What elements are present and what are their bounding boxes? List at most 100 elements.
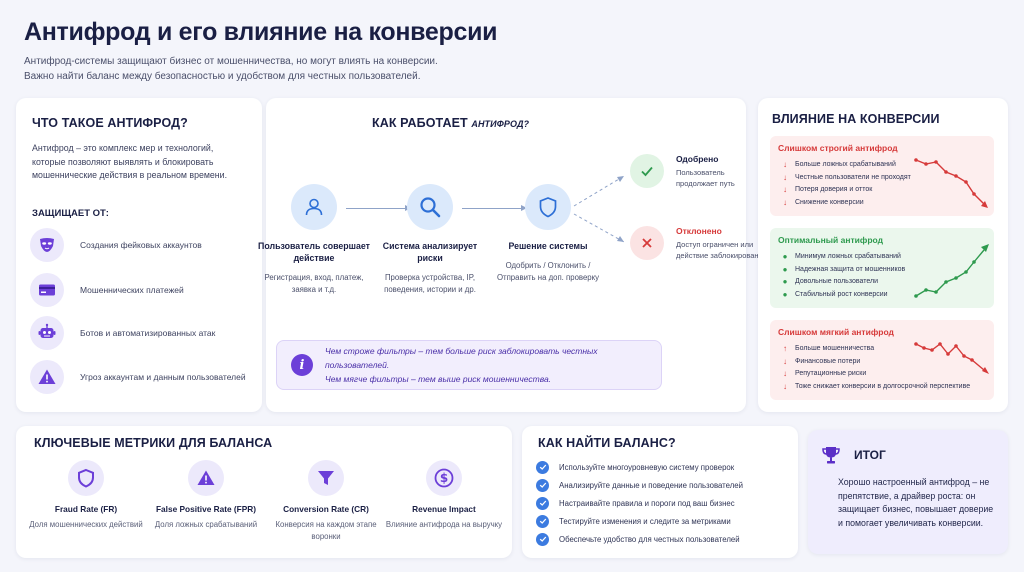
protect-item-label: Ботов и автоматизированных атак (80, 328, 216, 338)
list-item: Анализируйте данные и поведение пользова… (536, 476, 743, 494)
arrow-down-icon: ↓ (783, 382, 787, 392)
arrow-down-icon: ↓ (783, 356, 787, 366)
list-item: ●Надежная защита от мошенников (780, 263, 906, 276)
rejected-sub: Доступ ограничен или действие заблокиров… (676, 240, 763, 260)
how-heading: КАК РАБОТАЕТ АНТИФРОД? (372, 116, 529, 130)
protects-heading: ЗАЩИЩАЕТ ОТ: (32, 208, 109, 219)
conversion-impact-card: ВЛИЯНИЕ НА КОНВЕРСИИ Слишком строгий ант… (758, 98, 1008, 412)
note-line: Чем мягче фильтры – тем выше риск мошенн… (325, 374, 552, 384)
page-subtitle: Антифрод-системы защищают бизнес от моше… (24, 54, 584, 84)
list-item: ↓Снижение конверсии (780, 196, 911, 209)
balance-heading: КАК НАЙТИ БАЛАНС? (538, 436, 676, 450)
shield-icon (68, 460, 104, 496)
list-item: ↓Финансовые потери (780, 355, 970, 368)
decision-branch-arrows (573, 175, 625, 243)
step-title: Система анализирует риски (382, 241, 478, 263)
arrow-down-icon: ↓ (783, 159, 787, 169)
approved-title: Одобрено (676, 154, 719, 164)
arrow-down-icon: ↓ (783, 198, 787, 208)
check-icon (536, 478, 549, 492)
dollar-icon: $ (426, 460, 462, 496)
metric-sub: Доля ложных срабатываний (154, 520, 258, 529)
shield-icon (525, 184, 571, 230)
what-heading: ЧТО ТАКОЕ АНТИФРОД? (32, 116, 188, 130)
filter-note: i Чем строже фильтры – тем больше риск з… (276, 340, 662, 390)
metric-revenue-impact: $ Revenue Impact Влияние антифрода на вы… (384, 460, 504, 531)
summary-text: Хорошо настроенный антифрод – не препятс… (838, 477, 994, 528)
how-it-works-card: КАК РАБОТАЕТ АНТИФРОД? Пользователь сове… (258, 98, 763, 412)
trophy-icon (822, 447, 840, 464)
metric-sub: Доля мошеннических действий (29, 520, 143, 529)
protect-item-payments: Мошеннических платежей (30, 273, 184, 307)
robot-icon (30, 316, 64, 350)
list-item: Настраивайте правила и пороги под ваш би… (536, 494, 743, 512)
metric-title: Conversion Rate (CR) (283, 504, 369, 514)
list-item: ↓Тоже снижает конверсии в долгосрочной п… (780, 380, 970, 393)
protect-item-threats: Угроз аккаунтам и данным пользователей (30, 360, 246, 394)
list-item: ↑Больше мошенничества (780, 342, 970, 355)
list-item: ●Довольные пользователи (780, 276, 905, 289)
list-item: Тестируйте изменения и следите за метрик… (536, 512, 743, 530)
list-item: ●Стабильный рост конверсии (780, 288, 905, 301)
summary-card: ИТОГ Хорошо настроенный антифрод – не пр… (808, 430, 1008, 554)
check-icon (536, 496, 549, 510)
step-system-decision: Решение системы Одобрить / Отклонить / О… (488, 184, 608, 283)
check-icon (536, 460, 549, 474)
protect-item-label: Мошеннических платежей (80, 285, 184, 295)
impact-strict-box: Слишком строгий антифрод ↓Больше ложных … (770, 136, 994, 216)
soft-title: Слишком мягкий антифрод (778, 327, 894, 337)
metric-fraud-rate: Fraud Rate (FR) Доля мошеннических дейст… (26, 460, 146, 531)
page-title: Антифрод и его влияние на конверсии (24, 18, 498, 46)
approved-sub: Пользователь продолжает путь (676, 168, 735, 188)
impact-heading: ВЛИЯНИЕ НА КОНВЕРСИИ (772, 112, 940, 126)
metric-sub: Влияние антифрода на выручку (385, 520, 503, 529)
check-circle-icon: ● (782, 264, 788, 274)
list-item: Используйте многоуровневую систему прове… (536, 458, 743, 476)
metric-sub: Конверсия на каждом этапе воронки (275, 520, 377, 541)
mask-icon (30, 228, 64, 262)
growing-trend-graphic (914, 244, 989, 298)
metric-title: Fraud Rate (FR) (54, 504, 118, 514)
arrow-up-icon: ↑ (783, 343, 787, 353)
list-item: ↓Честные пользователи не проходят (780, 171, 911, 184)
info-icon: i (291, 354, 313, 376)
step-title: Пользователь совершает действие (258, 241, 370, 263)
arrow-down-icon: ↓ (783, 185, 787, 195)
step-user-action: Пользователь совершает действие Регистра… (254, 184, 374, 295)
step-sub: Одобрить / Отклонить / Отправить на доп.… (496, 261, 600, 282)
check-icon (630, 154, 664, 188)
user-icon (291, 184, 337, 230)
summary-heading: ИТОГ (854, 448, 886, 462)
impact-optimal-box: Оптимальный антифрод ●Минимум ложных сра… (770, 228, 994, 308)
svg-text:$: $ (440, 471, 448, 485)
impact-soft-box: Слишком мягкий антифрод ↑Больше мошеннич… (770, 320, 994, 400)
check-circle-icon: ● (782, 251, 788, 261)
metric-false-positive-rate: False Positive Rate (FPR) Доля ложных ср… (146, 460, 266, 531)
summary-header: ИТОГ (820, 444, 886, 466)
how-heading-text: КАК РАБОТАЕТ (372, 116, 468, 130)
protect-item-fake-accounts: Создания фейковых аккаунтов (30, 228, 202, 262)
protect-item-bots: Ботов и автоматизированных атак (30, 316, 215, 350)
find-balance-card: КАК НАЙТИ БАЛАНС? Используйте многоуровн… (522, 426, 798, 558)
volatile-trend-graphic (914, 342, 989, 374)
flow-arrow (462, 205, 527, 211)
funnel-icon (308, 460, 344, 496)
step-sub: Проверка устройства, IP, поведения, исто… (384, 273, 476, 294)
key-metrics-card: КЛЮЧЕВЫЕ МЕТРИКИ ДЛЯ БАЛАНСА Fraud Rate … (16, 426, 512, 558)
check-icon (536, 532, 549, 546)
protect-item-label: Угроз аккаунтам и данным пользователей (80, 372, 246, 382)
optimal-title: Оптимальный антифрод (778, 235, 883, 245)
arrow-down-icon: ↓ (783, 172, 787, 182)
list-item: Обеспечьте удобство для честных пользова… (536, 530, 743, 548)
subtitle-line: Важно найти баланс между безопасностью и… (24, 71, 421, 82)
subtitle-line: Антифрод-системы защищают бизнес от моше… (24, 56, 438, 67)
list-item: ↓Больше ложных срабатываний (780, 158, 911, 171)
declining-trend-graphic (914, 158, 988, 208)
what-description: Антифрод – это комплекс мер и технологий… (32, 143, 228, 180)
metric-title: Revenue Impact (412, 504, 476, 514)
metric-conversion-rate: Conversion Rate (CR) Конверсия на каждом… (266, 460, 386, 543)
how-heading-em: АНТИФРОД? (471, 119, 530, 129)
list-item: ↓Репутационные риски (780, 368, 970, 381)
check-circle-icon: ● (782, 290, 788, 300)
step-title: Решение системы (508, 241, 588, 251)
